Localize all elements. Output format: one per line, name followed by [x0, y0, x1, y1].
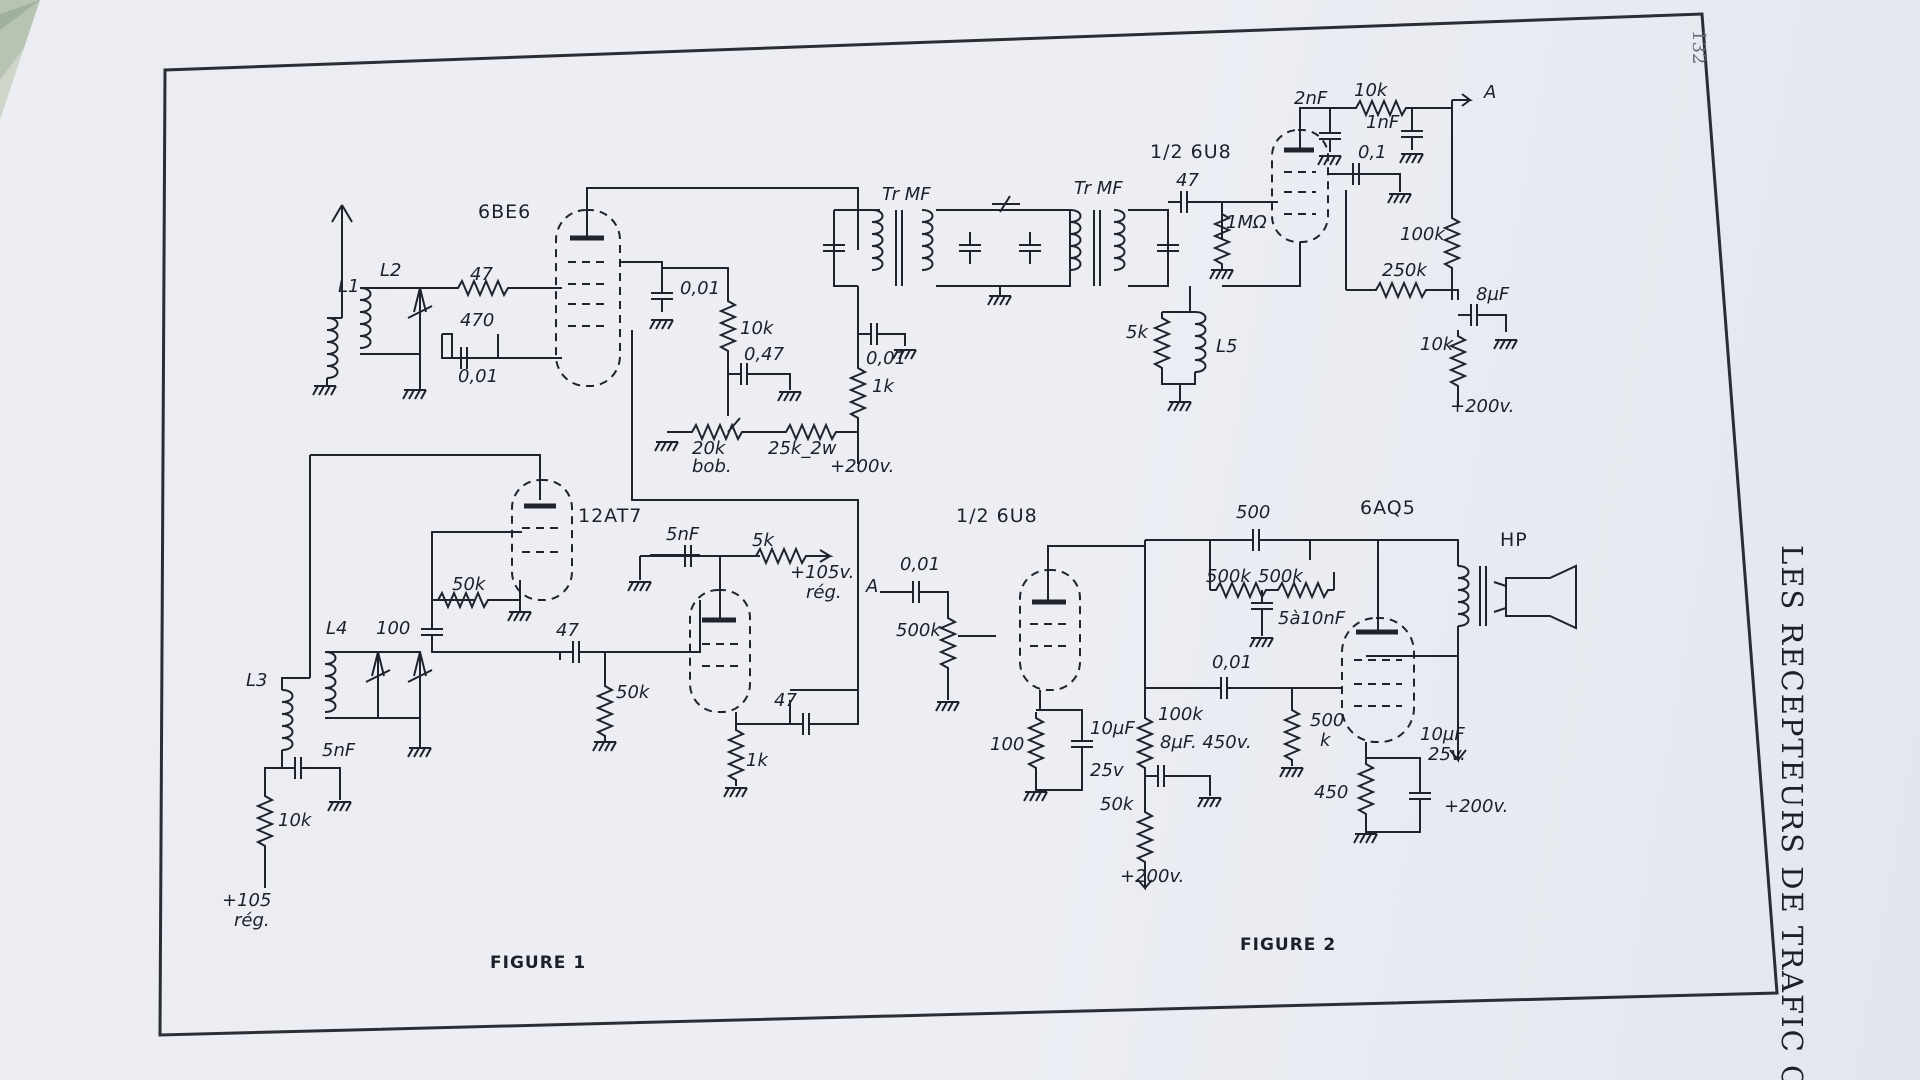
label-r1k-if: 1k: [872, 376, 895, 397]
label-r100k: 100k: [1400, 224, 1446, 245]
label-c001-grid: 0,01: [458, 366, 498, 387]
label-l3: L3: [246, 670, 267, 691]
label-v200-right: +200v.: [1450, 396, 1514, 417]
label-r500k-a: 500k: [1206, 566, 1252, 587]
label-r1m: 1MΩ: [1226, 212, 1267, 233]
label-r10k-top: 10k: [1354, 80, 1389, 101]
label-r50k-osc: 50k: [452, 574, 487, 595]
label-6be6: 6BE6: [478, 201, 531, 223]
figure-frame: [158, 12, 1779, 1037]
label-c10uf: 10µF: [1090, 718, 1135, 739]
label-r500-grid-k: k: [1320, 730, 1332, 751]
label-6u8-preamp: 1/2 6U8: [956, 505, 1038, 527]
label-c25v-out: 25v.: [1428, 744, 1466, 765]
label-c5nf-l3: 5nF: [322, 740, 356, 761]
label-r10k-l3: 10k: [278, 810, 313, 831]
label-c8uf: 8µF: [1476, 284, 1510, 305]
label-trmf2: Tr MF: [1074, 178, 1123, 199]
label-6u8-top: 1/2 6U8: [1150, 141, 1232, 163]
label-c5a10nf: 5à10nF: [1278, 608, 1346, 629]
label-c500: 500: [1236, 502, 1270, 523]
label-a-top: A: [1483, 82, 1496, 103]
label-r47: 47: [470, 264, 493, 285]
figure-2-caption: FIGURE 2: [1240, 935, 1336, 955]
label-c01: 0,1: [1358, 142, 1387, 163]
label-r450: 450: [1314, 782, 1348, 803]
label-c1nf: 1nF: [1366, 112, 1400, 133]
label-r25k: 25k_2w: [768, 438, 837, 459]
output-tube-6aq5: [1341, 617, 1415, 743]
label-reg-bottom: rég.: [234, 910, 270, 931]
plant-leaf-shape: [0, 0, 40, 30]
label-v200-left: +200v.: [1120, 866, 1184, 887]
label-12at7: 12AT7: [578, 505, 642, 527]
label-r100-cathode: 100: [990, 734, 1024, 755]
label-c47-if: 47: [1176, 170, 1199, 191]
figure-2: A 0,01 500k 1/2 6U8 6AQ5 500 500k 500k 5…: [865, 497, 1577, 955]
label-bob: bob.: [692, 456, 732, 477]
label-c470: 470: [460, 310, 494, 331]
label-r50k-grid: 50k: [616, 682, 651, 703]
label-trmf1: Tr MF: [882, 184, 931, 205]
label-c001-in: 0,01: [900, 554, 940, 575]
label-r500k-b: 500k: [1258, 566, 1304, 587]
label-r100k-plate: 100k: [1158, 704, 1204, 725]
label-r1k-osc: 1k: [746, 750, 769, 771]
label-r10k-screen: 10k: [740, 318, 775, 339]
label-l2: L2: [380, 260, 401, 281]
label-l1: L1: [338, 276, 359, 297]
oscillator-tube-12at7: [511, 479, 573, 601]
label-r5k: 5k: [1126, 322, 1149, 343]
label-l4: L4: [326, 618, 347, 639]
label-c5nf-top: 5nF: [666, 524, 700, 545]
label-c047: 0,47: [744, 344, 785, 365]
label-r500-grid: 500: [1310, 710, 1344, 731]
label-c8uf-450v: 8µF. 450v.: [1160, 732, 1252, 753]
figure-1: 6BE6 12AT7 1/2 6U8 L1 L2 L3 L4 L5 47 470…: [222, 80, 1518, 973]
label-v105-top: +105v.: [790, 562, 854, 583]
label-v200-right-fig2: +200v.: [1444, 796, 1508, 817]
running-title: LES RECEPTEURS DE TRAFIC OC: [1775, 545, 1809, 1080]
label-c001-screen: 0,01: [680, 278, 720, 299]
label-c47-fb: 47: [774, 690, 797, 711]
label-c100: 100: [376, 618, 410, 639]
label-pot500k: 500k: [896, 620, 942, 641]
label-c2nf: 2nF: [1294, 88, 1328, 109]
label-v105-bottom: +105: [222, 890, 271, 911]
label-reg-top: rég.: [806, 582, 842, 603]
label-input-a: A: [865, 576, 878, 597]
label-v200: +200v.: [830, 456, 894, 477]
label-c47-osc: 47: [556, 620, 579, 641]
label-c001-coupling: 0,01: [1212, 652, 1252, 673]
page-number: 132: [1688, 30, 1709, 64]
label-r20k: 20k: [692, 438, 727, 459]
label-r250k: 250k: [1382, 260, 1428, 281]
preamp-tube-6u8: [1019, 569, 1081, 691]
label-r50k: 50k: [1100, 794, 1135, 815]
label-6aq5: 6AQ5: [1360, 497, 1416, 519]
label-r10k-dec: 10k: [1420, 334, 1455, 355]
label-c25v: 25v: [1090, 760, 1124, 781]
label-r5k-top: 5k: [752, 530, 775, 551]
label-hp: HP: [1500, 529, 1528, 551]
label-l5: L5: [1216, 336, 1237, 357]
label-c001-if: 0,01: [866, 348, 906, 369]
label-c10uf-out: 10µF: [1420, 724, 1465, 745]
figure-1-caption: FIGURE 1: [490, 953, 586, 973]
